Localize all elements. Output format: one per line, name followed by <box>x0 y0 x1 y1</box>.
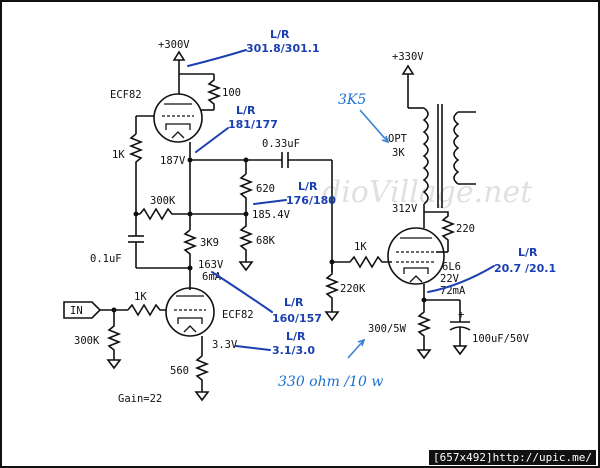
cap-01-label: 0.1uF <box>90 253 122 265</box>
supply-arrow <box>172 50 186 61</box>
resistor-3k9-label: 3K9 <box>200 237 219 249</box>
resistor-560-label: 560 <box>170 365 189 377</box>
tube-v1-top <box>153 93 203 143</box>
resistor-1k-in-label: 1K <box>134 291 147 303</box>
junction <box>243 157 249 163</box>
opt-label: OPT <box>388 133 408 145</box>
tube-v1-bottom-label: ECF82 <box>222 309 254 321</box>
note-line-6 <box>427 265 495 293</box>
resistor-100 <box>206 74 222 110</box>
cap-033-label: 0.33uF <box>262 138 300 150</box>
resistor-1k-left-label: 1K <box>112 149 125 161</box>
heater <box>171 131 185 139</box>
opt-value: 3K <box>392 147 405 159</box>
resistor-1k-grid-label: 1K <box>354 241 367 253</box>
transformer-secondary <box>453 111 460 185</box>
voltage-163: 163V <box>198 259 224 271</box>
gain-label: Gain=22 <box>118 393 162 405</box>
resistor-220 <box>424 211 456 252</box>
supply-arrow <box>401 64 415 75</box>
note-line-1 <box>187 49 247 67</box>
resistor-220k <box>324 262 340 312</box>
voltage-185: 185.4V <box>252 209 291 221</box>
resistor-620-label: 620 <box>256 183 275 195</box>
cathode <box>165 123 191 130</box>
tube-6l6 <box>387 227 445 285</box>
note-lr-1: L/R <box>270 28 290 41</box>
resistor-300k-fb <box>139 207 246 221</box>
transformer-primary <box>422 107 429 205</box>
watermark: dioVillage.net <box>322 175 533 210</box>
note-301: 301.8/301.1 <box>246 42 320 55</box>
resistor-620 <box>238 173 254 214</box>
note-176: 176/180 <box>286 194 336 207</box>
resistor-220-label: 220 <box>456 223 475 235</box>
resistor-560 <box>194 355 210 392</box>
voltage-33: 3.3V <box>212 339 238 351</box>
ground <box>452 345 468 356</box>
heater <box>183 325 197 333</box>
junction <box>187 211 193 217</box>
supply-300v: +300V <box>158 39 190 51</box>
cathode <box>403 267 429 274</box>
ground <box>324 311 340 322</box>
resistor-300-5w-label: 300/5W <box>368 323 407 335</box>
tube-6l6-label: 6L6 <box>442 261 461 273</box>
supply-330v: +330V <box>392 51 424 63</box>
ground <box>238 261 254 272</box>
ground <box>194 391 210 402</box>
resistor-300k-fb-label: 300K <box>150 195 176 207</box>
cathode <box>177 317 203 324</box>
note-lr-2: L/R <box>236 104 256 117</box>
resistor-3k9 <box>182 229 198 290</box>
ground <box>416 349 432 360</box>
image-source-footer: [657x492]http://upic.me/ <box>429 450 596 465</box>
note-3k5: 3K5 <box>338 92 366 108</box>
note-181: 181/177 <box>228 118 278 131</box>
tube-v1-bottom <box>165 287 215 337</box>
resistor-300k-in <box>106 310 122 360</box>
plus-sign: + <box>458 309 464 321</box>
note-arrow-2 <box>347 339 365 359</box>
note-20: 20.7 /20.1 <box>494 262 556 275</box>
resistor-68k-label: 68K <box>256 235 276 247</box>
note-arrow-1 <box>359 109 389 143</box>
heater <box>409 275 423 283</box>
resistor-300k-in-label: 300K <box>74 335 100 347</box>
voltage-22: 22V <box>440 273 460 285</box>
note-lr-6: L/R <box>518 246 538 259</box>
junction <box>187 157 193 163</box>
resistor-100-label: 100 <box>222 87 241 99</box>
cap-100u-label: 100uF/50V <box>472 333 530 345</box>
note-line-3 <box>253 199 287 205</box>
input-label: IN <box>70 305 83 317</box>
note-line-5 <box>235 345 271 351</box>
note-330-ohm: 330 ohm /10 w <box>278 374 383 390</box>
resistor-300-5w <box>416 300 432 350</box>
note-lr-4: L/R <box>284 296 304 309</box>
input-connector <box>63 301 102 319</box>
note-arrow-2-head <box>357 338 366 347</box>
note-3v: 3.1/3.0 <box>272 344 315 357</box>
resistor-1k-left <box>128 133 144 214</box>
note-160: 160/157 <box>272 312 322 325</box>
note-line-4 <box>211 271 273 313</box>
voltage-187: 187V <box>160 155 186 167</box>
junction <box>187 265 193 271</box>
current-72ma: 72mA <box>440 285 466 297</box>
resistor-1k-grid <box>349 255 392 269</box>
resistor-220k-label: 220K <box>340 283 366 295</box>
tube-v1-top-label: ECF82 <box>110 89 142 101</box>
note-line-2 <box>195 127 229 153</box>
voltage-312: 312V <box>392 203 418 215</box>
ground <box>106 359 122 370</box>
resistor-68k <box>238 214 254 262</box>
note-lr-3: L/R <box>298 180 318 193</box>
note-lr-5: L/R <box>286 330 306 343</box>
resistor-1k-in <box>127 303 166 317</box>
note-arrow-1-head <box>381 135 390 144</box>
